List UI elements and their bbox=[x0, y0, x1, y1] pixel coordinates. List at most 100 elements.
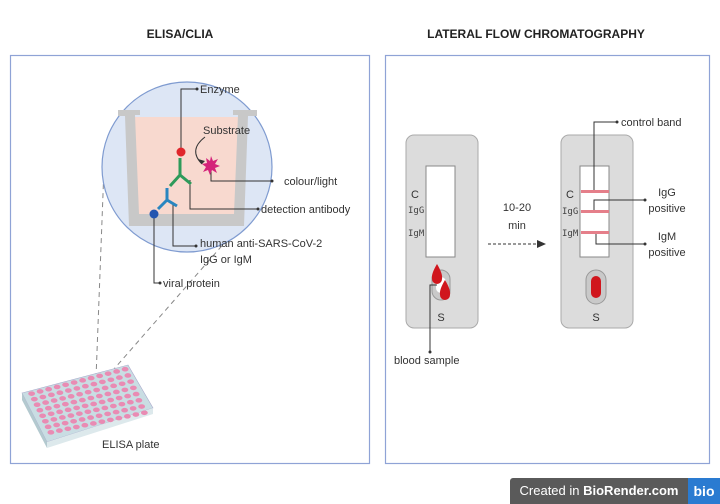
plate-well bbox=[73, 386, 81, 391]
plate-well bbox=[121, 407, 129, 413]
substrate-arrow bbox=[195, 136, 206, 165]
plate-well bbox=[101, 405, 109, 411]
plate-well bbox=[106, 417, 114, 423]
plate-well bbox=[64, 407, 72, 413]
plate-well bbox=[89, 421, 97, 426]
plate-well bbox=[87, 395, 95, 401]
label-detection-antibody: detection antibody bbox=[261, 204, 351, 216]
plate-well bbox=[44, 424, 52, 430]
plate-well bbox=[115, 395, 123, 401]
plate-well bbox=[53, 403, 61, 409]
leader-dot bbox=[428, 350, 432, 354]
label-substrate: Substrate bbox=[203, 125, 250, 137]
plate-well bbox=[81, 383, 89, 389]
plate-well bbox=[107, 397, 115, 403]
label-enzyme: Enzyme bbox=[200, 84, 240, 96]
time-label-value: 10-20 bbox=[503, 202, 531, 214]
plate-well bbox=[98, 419, 106, 424]
plate-well bbox=[61, 401, 69, 407]
right-panel-frame bbox=[384, 54, 711, 465]
plate-well bbox=[72, 424, 80, 430]
strip2-s: S bbox=[592, 312, 599, 324]
arrowhead-icon bbox=[537, 240, 546, 248]
plate-well bbox=[95, 413, 103, 419]
plate-well bbox=[129, 406, 137, 411]
plate-well bbox=[50, 417, 58, 422]
plate-well bbox=[90, 401, 98, 407]
zoom-line-right bbox=[99, 231, 235, 386]
plate-well bbox=[79, 378, 87, 383]
plate-well bbox=[110, 383, 118, 389]
strip2-c: C bbox=[566, 189, 574, 201]
plate-well bbox=[33, 402, 41, 408]
plate-well bbox=[64, 388, 72, 393]
colour-light-star-icon bbox=[202, 156, 220, 175]
label-human-antibody: human anti-SARS-CoV-2 bbox=[200, 238, 322, 250]
label-viral-protein: viral protein bbox=[163, 278, 220, 290]
strip1-c: C bbox=[411, 189, 419, 201]
igg-band bbox=[581, 210, 609, 213]
plate-well bbox=[78, 417, 86, 422]
biorender-logo[interactable]: bio bbox=[688, 478, 720, 504]
plate-well bbox=[90, 381, 98, 387]
plate-well bbox=[140, 410, 148, 416]
plate-well bbox=[44, 405, 52, 411]
enzyme-icon bbox=[176, 147, 186, 157]
plate-well bbox=[104, 411, 112, 417]
plate-well bbox=[61, 420, 69, 426]
plate-well bbox=[39, 413, 47, 419]
plate-well bbox=[53, 422, 61, 428]
plate-well bbox=[118, 381, 126, 387]
plate-well bbox=[56, 409, 64, 415]
plate-well bbox=[113, 369, 121, 374]
plate-well bbox=[70, 380, 78, 385]
label-elisa-plate: ELISA plate bbox=[102, 439, 160, 451]
test-strip-before bbox=[405, 134, 479, 329]
label-colour-light: colour/light bbox=[284, 176, 337, 188]
blood-drop-icon bbox=[439, 280, 451, 300]
plate-well bbox=[78, 397, 86, 403]
plate-well bbox=[56, 390, 64, 396]
plate-well bbox=[50, 398, 58, 403]
plate-well bbox=[45, 386, 53, 392]
plate-well bbox=[28, 391, 36, 396]
plate-well bbox=[93, 387, 101, 393]
plate-well bbox=[118, 401, 126, 407]
plate-well bbox=[55, 428, 63, 433]
plate-well bbox=[124, 393, 132, 399]
plate-well bbox=[81, 422, 89, 428]
plate-well bbox=[98, 399, 106, 405]
plate-well bbox=[95, 393, 103, 399]
plate-well bbox=[87, 415, 95, 420]
leader-dots bbox=[158, 87, 274, 285]
strip1-igg: IgG bbox=[408, 206, 424, 216]
time-label-unit: min bbox=[508, 220, 526, 232]
left-panel-title: ELISA/CLIA bbox=[147, 27, 214, 41]
plate-well bbox=[135, 398, 143, 403]
human-antibody-icon bbox=[156, 188, 178, 211]
label-igg-positive: positive bbox=[648, 203, 685, 215]
plate-well bbox=[58, 415, 66, 420]
label-igg: IgG bbox=[658, 187, 676, 199]
plate-well bbox=[59, 396, 67, 401]
elisa-plate-icon bbox=[21, 364, 154, 448]
plate-well bbox=[84, 409, 92, 415]
plate-well bbox=[36, 389, 44, 394]
plate-well bbox=[107, 377, 115, 383]
plate-well bbox=[62, 382, 70, 388]
plate-well bbox=[70, 399, 78, 405]
plate-well bbox=[112, 389, 120, 395]
plate-well bbox=[36, 407, 44, 413]
plate-well bbox=[42, 400, 50, 405]
strip2-igm: IgM bbox=[562, 229, 579, 239]
plate-well bbox=[126, 399, 134, 405]
biorender-credit[interactable]: Created in BioRender.com bbox=[510, 478, 688, 504]
plate-well bbox=[121, 366, 129, 372]
plate-well bbox=[41, 418, 49, 424]
magnified-well bbox=[101, 81, 273, 253]
plate-well bbox=[127, 379, 135, 384]
plate-well bbox=[129, 385, 137, 391]
label-human-antibody-type: IgG or IgM bbox=[200, 254, 252, 266]
label-igm-positive: positive bbox=[648, 247, 685, 259]
zoom-line-left bbox=[95, 167, 105, 379]
